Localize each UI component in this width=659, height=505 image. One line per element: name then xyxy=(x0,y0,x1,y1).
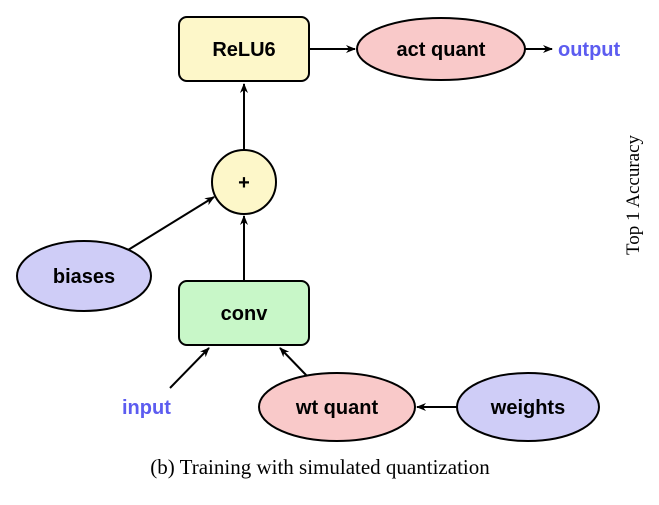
biases-node xyxy=(16,240,152,312)
output-label: output xyxy=(558,39,621,61)
input-label: input xyxy=(122,397,171,419)
wt-quant-node xyxy=(258,372,416,442)
conv-label: conv xyxy=(221,303,269,325)
biases-label: biases xyxy=(53,266,115,288)
wt-quant-label: wt quant xyxy=(295,397,379,419)
top1-accuracy-axis-label: Top 1 Accuracy xyxy=(623,134,644,255)
weights-label: weights xyxy=(490,397,565,419)
act-quant-label: act quant xyxy=(397,39,486,61)
edge-wt-quant-to-conv xyxy=(279,347,308,377)
relu6-label: ReLU6 xyxy=(212,39,275,61)
add-label: + xyxy=(238,172,250,194)
edge-input-to-conv xyxy=(169,347,210,389)
edge-biases-to-add xyxy=(127,196,215,251)
figure-caption: (b) Training with simulated quantization xyxy=(150,455,490,479)
